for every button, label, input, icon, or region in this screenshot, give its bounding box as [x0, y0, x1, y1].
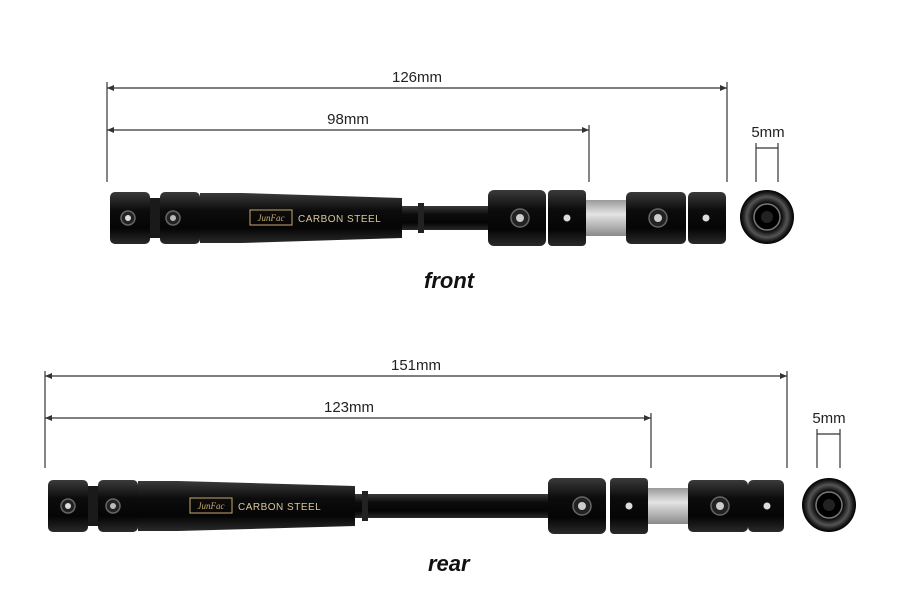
arrow-icon	[107, 127, 114, 133]
rear-driveshaft: JunFac CARBON STEEL	[48, 478, 784, 534]
rear-shaft-diameter: 5mm	[812, 410, 845, 427]
front-inner-length: 98mm	[327, 111, 369, 128]
front-material-label: CARBON STEEL	[298, 214, 381, 225]
arrow-icon	[644, 415, 651, 421]
rear-overall-length: 151mm	[391, 357, 441, 374]
rear-inner-length: 123mm	[324, 399, 374, 416]
arrow-icon	[720, 85, 727, 91]
arrow-icon	[107, 85, 114, 91]
front-dimensions: 126mm 98mm 5mm	[106, 69, 785, 182]
arrow-icon	[45, 415, 52, 421]
rear-brand-logo: JunFac	[198, 501, 225, 511]
front-overall-length: 126mm	[392, 69, 442, 86]
front-driveshaft: JunFac CARBON STEEL	[110, 190, 726, 246]
rear-material-label: CARBON STEEL	[238, 502, 321, 513]
arrow-icon	[780, 373, 787, 379]
front-brand-logo: JunFac	[258, 213, 285, 223]
rear-dimensions: 151mm 123mm 5mm	[44, 357, 846, 468]
front-shaft-diameter: 5mm	[751, 124, 784, 141]
front-end-view	[740, 190, 794, 244]
rear-end-view	[802, 478, 856, 532]
front-caption: front	[424, 268, 475, 293]
arrow-icon	[582, 127, 589, 133]
arrow-icon	[45, 373, 52, 379]
rear-caption: rear	[428, 551, 470, 576]
